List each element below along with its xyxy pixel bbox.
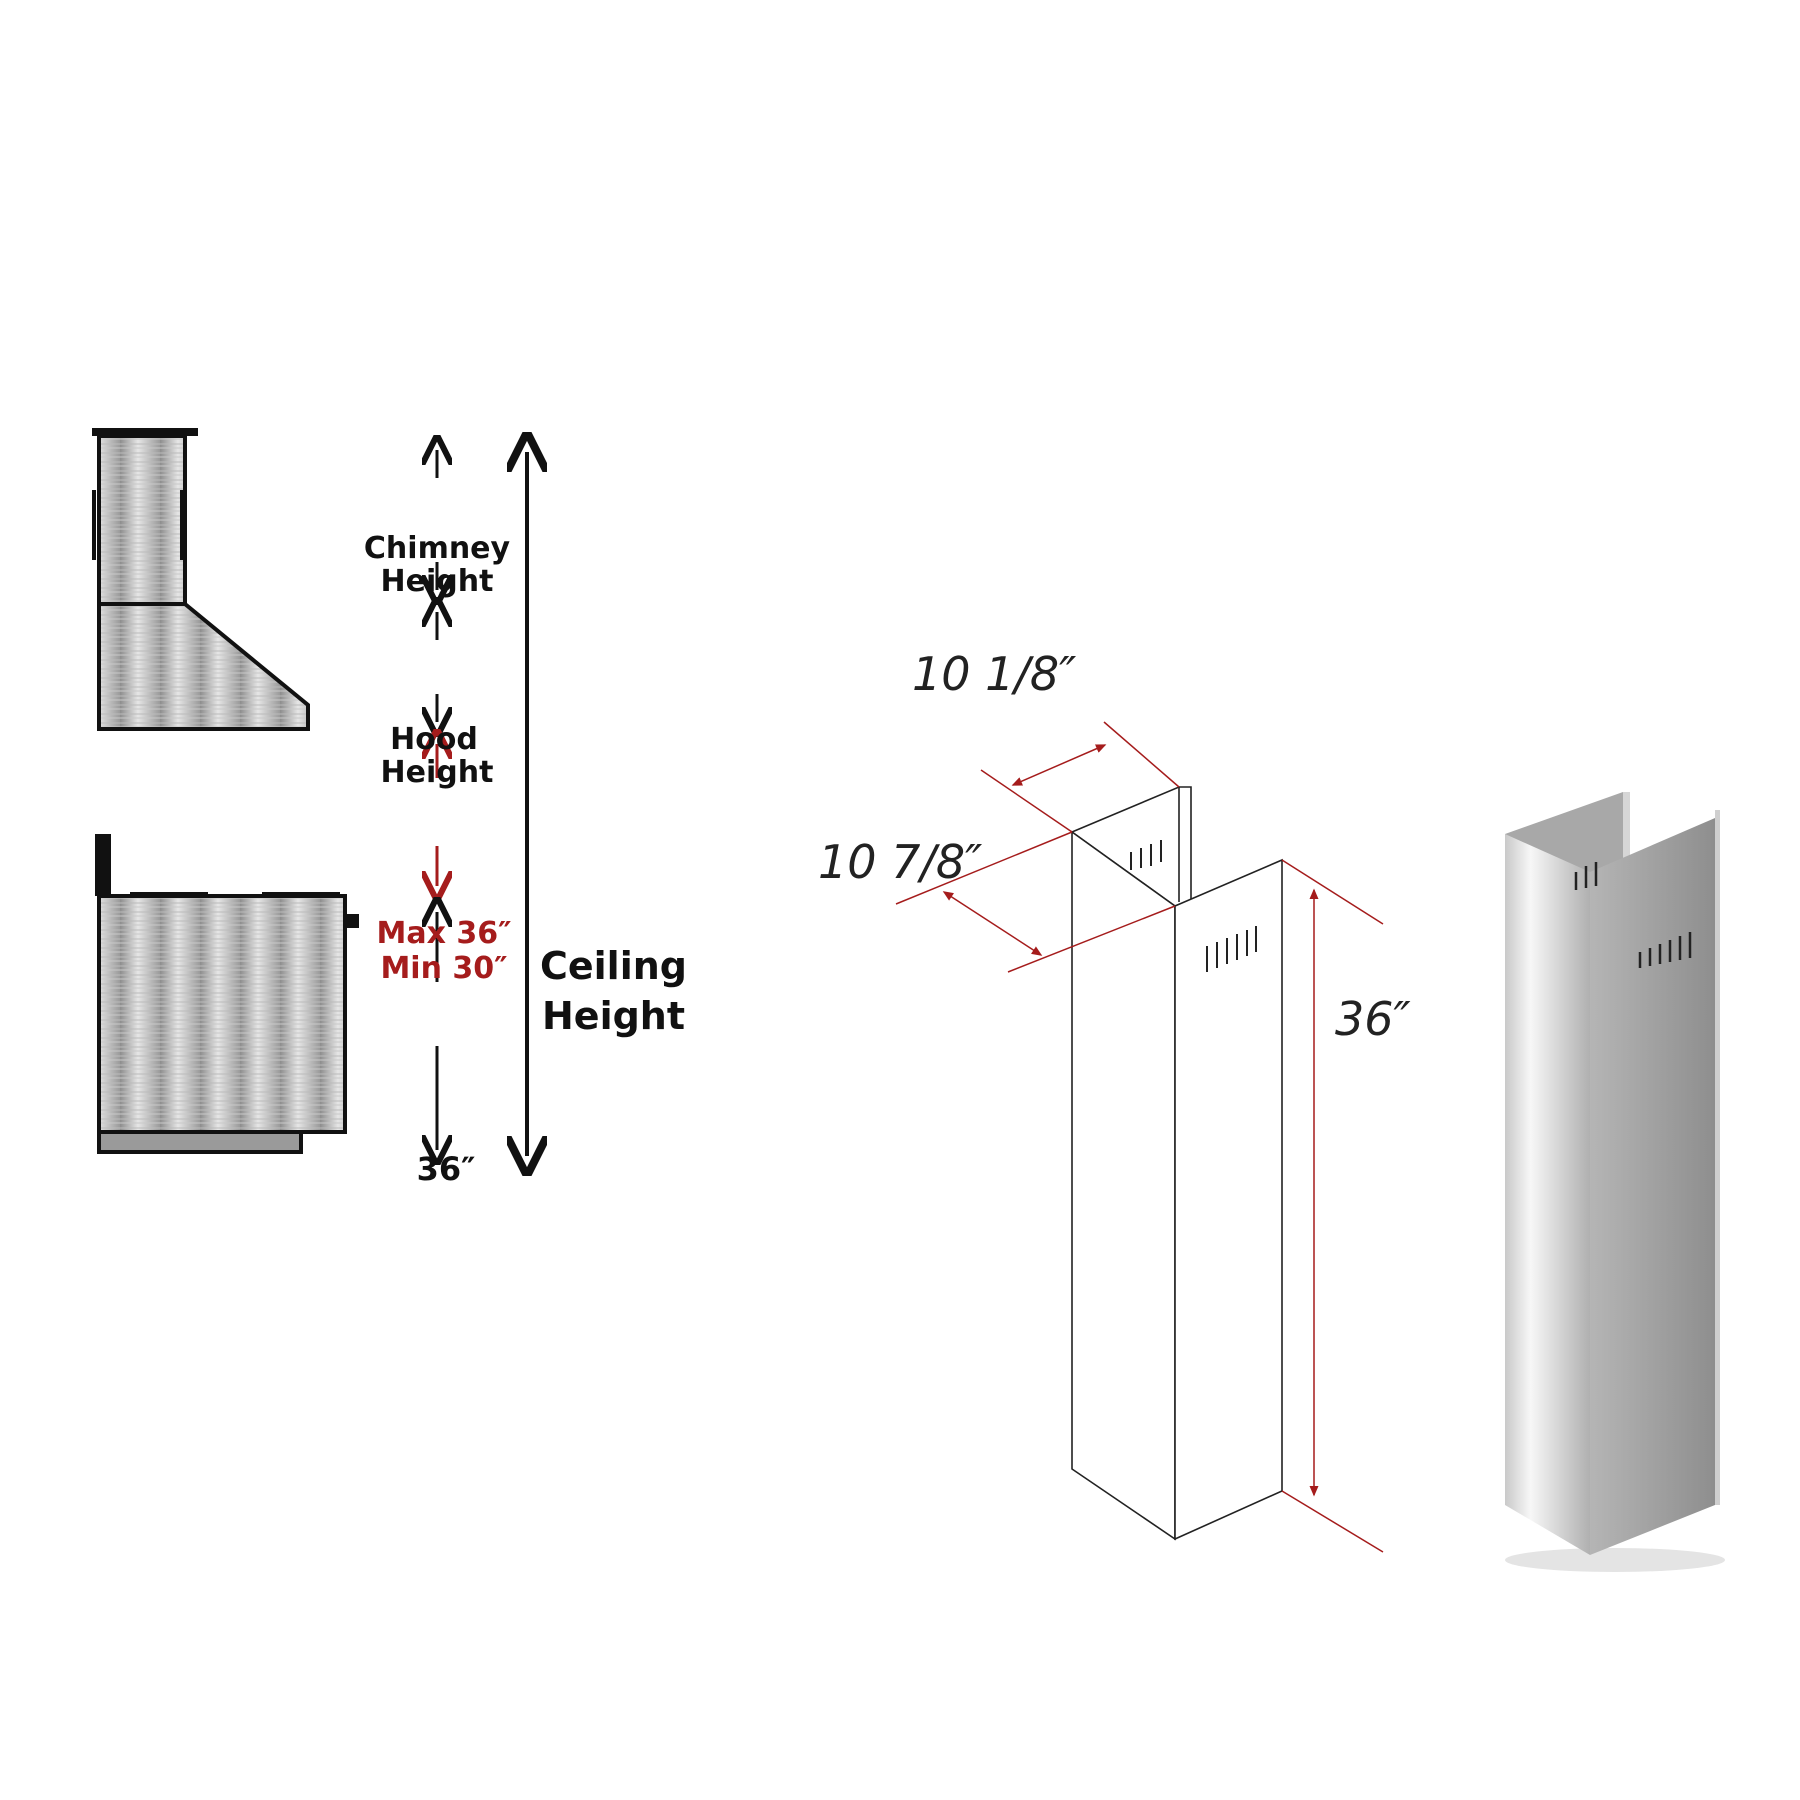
ceiling-label-height: Height	[542, 994, 685, 1038]
hood-body	[97, 602, 310, 731]
chimney-label: Chimney	[364, 531, 511, 566]
chimney-line-drawing	[1070, 786, 1283, 1541]
height-label: 36″	[1335, 992, 1411, 1046]
range-hood-illustration	[92, 428, 310, 731]
range-illustration	[95, 834, 359, 1154]
left-dimension-labels: Chimney Height Hood Height Max 36″ Min 3…	[364, 531, 687, 1188]
chimney-dimension-labels: 10 1/8″ 10 7/8″ 36″	[818, 647, 1411, 1046]
photo-vent-slots-front	[1638, 932, 1692, 968]
chimney-label-height: Height	[381, 564, 494, 599]
hood-label: Hood	[390, 722, 478, 757]
range-body	[97, 894, 347, 1134]
vent-slots-front	[1206, 926, 1257, 972]
depth-arrow	[1011, 744, 1107, 786]
left-dimension-arrows	[437, 450, 527, 1156]
clearance-min-label: Min 30″	[380, 951, 507, 986]
range-base	[97, 1130, 303, 1154]
chimney-product-image	[1505, 792, 1725, 1572]
width-label: 10 7/8″	[818, 835, 982, 889]
clearance-max-label: Max 36″	[376, 916, 511, 951]
range-height-label: 36″	[417, 1150, 476, 1188]
depth-label: 10 1/8″	[912, 647, 1076, 701]
chimney-body	[97, 434, 187, 606]
chimney-cap	[92, 428, 198, 436]
hood-label-height: Height	[381, 755, 494, 790]
width-arrow	[942, 891, 1043, 956]
chimney-dimension-lines	[895, 721, 1384, 1553]
knob	[345, 914, 359, 928]
ceiling-label: Ceiling	[540, 944, 687, 988]
vent-slots-top	[1130, 840, 1162, 870]
photo-vent-slots-top	[1574, 862, 1598, 890]
backsplash	[95, 834, 111, 896]
